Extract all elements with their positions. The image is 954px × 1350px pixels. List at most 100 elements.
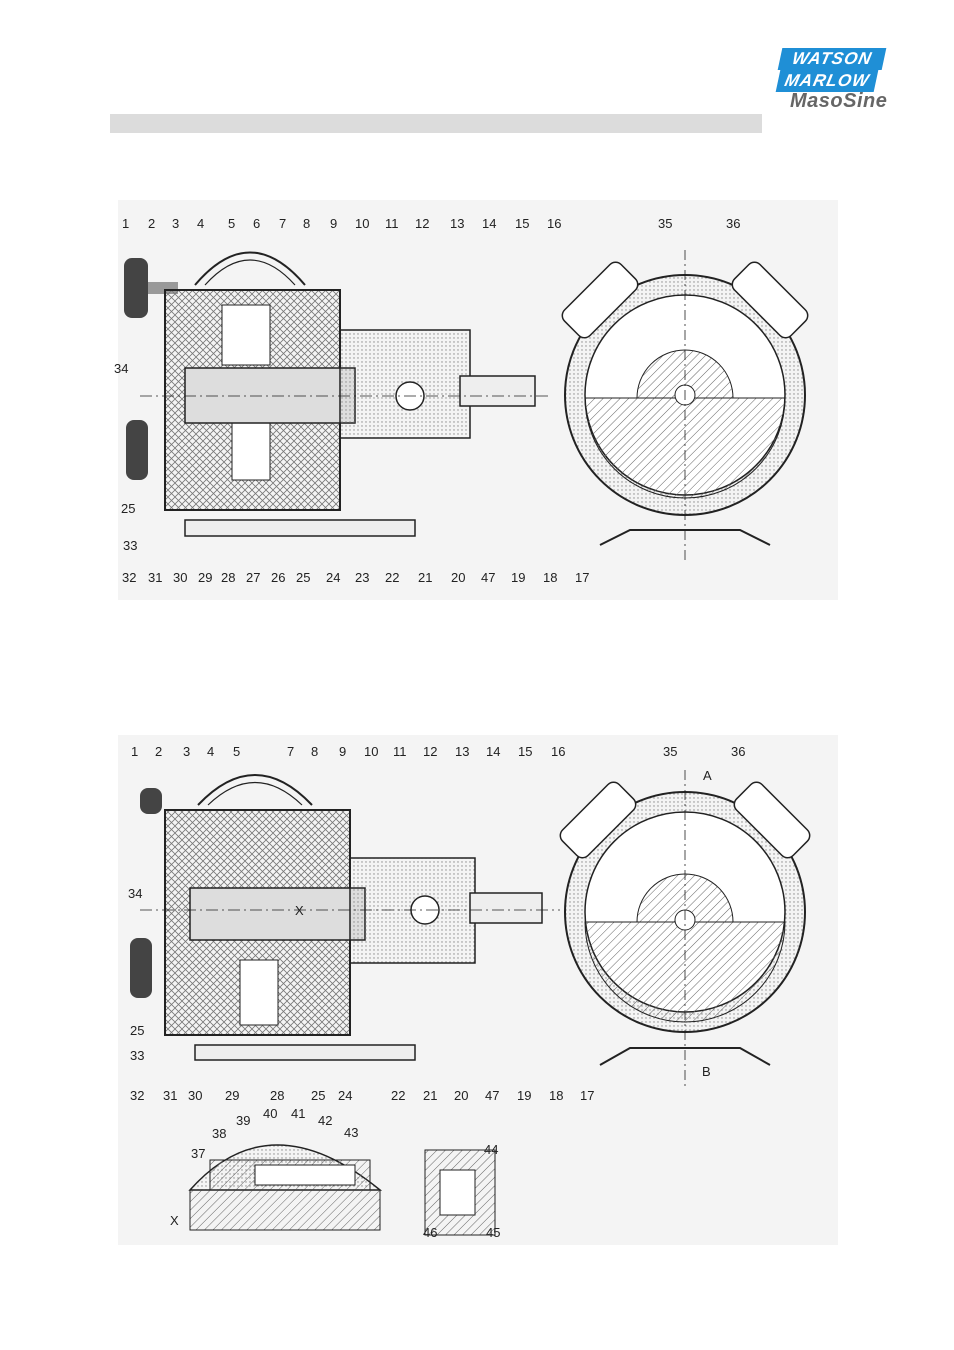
part-number-label: 25 (130, 1023, 144, 1038)
logo-line-masosine: MasoSine (790, 90, 888, 112)
part-number-label: 18 (549, 1088, 563, 1103)
label: 35 (658, 216, 672, 231)
part-number-label: 5 (233, 744, 240, 759)
label: 5 (228, 216, 235, 231)
section-a-label: A (703, 768, 712, 783)
part-number-label: 33 (130, 1048, 144, 1063)
diagram-top (118, 200, 838, 600)
part-number-label: 27 (246, 570, 260, 585)
drive-shaft (184, 367, 356, 424)
label: 33 (123, 538, 137, 553)
label: 8 (303, 216, 310, 231)
part-number-label: 31 (163, 1088, 177, 1103)
label: 4 (197, 216, 204, 231)
part-number-label: 10 (364, 744, 378, 759)
part-number-label: 34 (128, 886, 142, 901)
part-number-label: 1 (131, 744, 138, 759)
part-number-label: 44 (484, 1142, 498, 1157)
part-number-label: 14 (486, 744, 500, 759)
part-number-label: 20 (454, 1088, 468, 1103)
part-number-label: 47 (485, 1088, 499, 1103)
top-labels: 1 2 3 4 5 6 7 8 9 10 11 12 13 14 15 16 3… (114, 216, 740, 585)
part-number-label: 40 (263, 1106, 277, 1121)
part-number-label: 35 (663, 744, 677, 759)
part-number-label: 21 (418, 570, 432, 585)
shaft-end (459, 375, 536, 407)
part-number-label: 19 (511, 570, 525, 585)
part-number-label: 25 (311, 1088, 325, 1103)
part-number-label: 30 (173, 570, 187, 585)
part-number-label: 46 (423, 1225, 437, 1240)
part-number-label: 7 (287, 744, 294, 759)
detail-labels: 37 38 39 40 41 42 43 44 46 45 X (170, 1106, 500, 1240)
section-b-label: B (702, 1064, 711, 1079)
part-number-label: 21 (423, 1088, 437, 1103)
part-number-label: 2 (155, 744, 162, 759)
detail-mark: X (170, 1213, 179, 1228)
label: 7 (279, 216, 286, 231)
part-number-label: 26 (271, 570, 285, 585)
part-number-label: 19 (517, 1088, 531, 1103)
drive-shaft (189, 887, 366, 941)
bottom-labels: 1 2 3 4 5 7 8 9 10 11 12 13 14 15 16 35 … (128, 744, 745, 1103)
label: 16 (547, 216, 561, 231)
part-number-label: 18 (543, 570, 557, 585)
label: 3 (172, 216, 179, 231)
part-number-label: 13 (455, 744, 469, 759)
part-number-label: 20 (451, 570, 465, 585)
part-number-label: 9 (339, 744, 346, 759)
label: 13 (450, 216, 464, 231)
label: 9 (330, 216, 337, 231)
part-number-label: 11 (393, 744, 407, 759)
label: 6 (253, 216, 260, 231)
part-number-label: 47 (481, 570, 495, 585)
label: 10 (355, 216, 369, 231)
part-number-label: 4 (207, 744, 214, 759)
label: 14 (482, 216, 496, 231)
knob-lower (130, 938, 152, 998)
part-number-label: 23 (355, 570, 369, 585)
label: 11 (385, 216, 399, 231)
part-number-label: 29 (225, 1088, 239, 1103)
part-number-label: 15 (518, 744, 532, 759)
label: 34 (114, 361, 128, 376)
part-number-label: 29 (198, 570, 212, 585)
label: 25 (121, 501, 135, 516)
part-number-label: 32 (122, 570, 136, 585)
diagram-bottom (118, 735, 838, 1245)
part-number-label: 22 (391, 1088, 405, 1103)
part-number-label: 39 (236, 1113, 250, 1128)
part-number-label: 32 (130, 1088, 144, 1103)
knob-upper (140, 788, 162, 814)
part-number-label: 42 (318, 1113, 332, 1128)
part-number-label: 28 (270, 1088, 284, 1103)
part-number-label: 45 (486, 1225, 500, 1240)
part-number-label: 25 (296, 570, 310, 585)
shaft-end (469, 892, 543, 924)
part-number-label: 24 (326, 570, 340, 585)
knob-lower (126, 420, 148, 480)
part-number-label: 31 (148, 570, 162, 585)
part-number-label: 22 (385, 570, 399, 585)
label: 15 (515, 216, 529, 231)
label: 12 (415, 216, 429, 231)
part-number-label: 36 (731, 744, 745, 759)
part-number-label: 17 (575, 570, 589, 585)
part-number-label: 28 (221, 570, 235, 585)
seal-detail (188, 1144, 496, 1236)
part-number-label: 16 (551, 744, 565, 759)
part-number-label: 38 (212, 1126, 226, 1141)
part-number-label: 43 (344, 1125, 358, 1140)
part-number-label: 24 (338, 1088, 352, 1103)
label: 1 (122, 216, 129, 231)
part-number-label: 17 (580, 1088, 594, 1103)
part-number-label: 3 (183, 744, 190, 759)
shaft-mark: X (295, 903, 304, 918)
part-number-label: 30 (188, 1088, 202, 1103)
label: 2 (148, 216, 155, 231)
part-number-label: 41 (291, 1106, 305, 1121)
watson-marlow-logo: WATSON MARLOW MasoSine (775, 48, 908, 114)
label: 36 (726, 216, 740, 231)
knob-upper (124, 258, 148, 318)
